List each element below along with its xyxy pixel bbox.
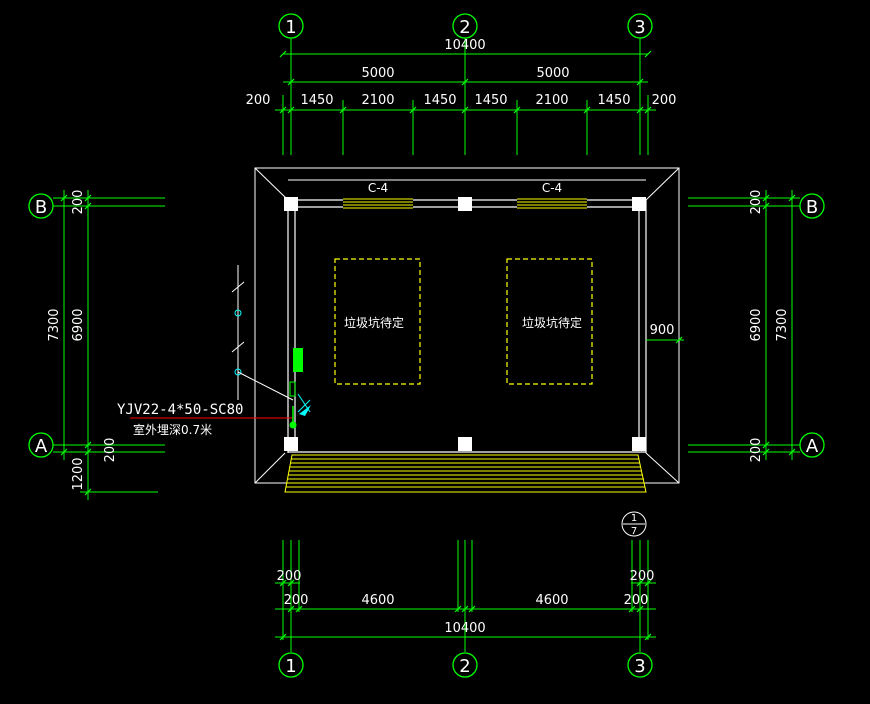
dim-top-seg-7: 200 xyxy=(652,93,677,108)
entrance-steps xyxy=(284,454,647,493)
window-label-left: C-4 xyxy=(368,181,388,195)
electrical-elements xyxy=(130,265,311,429)
dim-top-overall: 10400 xyxy=(444,38,485,53)
dim-left-bottom: 200 xyxy=(103,438,118,463)
right-axis-bubbles: B A xyxy=(799,193,825,458)
bottom-dimension-ticks xyxy=(279,579,652,641)
right-dimension-ticks xyxy=(762,194,796,456)
dim-bottom-bay-right: 4600 xyxy=(535,593,568,608)
garbage-pit-right xyxy=(506,258,593,385)
detail-marker-top: 1 xyxy=(631,513,637,524)
windows xyxy=(343,198,587,209)
dim-left-inner: 6900 xyxy=(71,308,86,341)
axis-bubble-bottom-2 xyxy=(452,652,478,678)
detail-marker: 1 7 xyxy=(621,511,647,537)
dim-top-bay-left: 5000 xyxy=(361,66,394,81)
building-columns xyxy=(284,197,646,451)
axis-label-left-b: B xyxy=(35,197,47,218)
garbage-pit-left xyxy=(334,258,421,385)
axis-label-bottom-1: 1 xyxy=(285,656,296,677)
axis-label-top-3: 3 xyxy=(634,17,645,38)
dim-left-overall: 7300 xyxy=(47,308,62,341)
left-dimension-lines xyxy=(53,190,165,500)
dim-left-top: 200 xyxy=(71,190,86,215)
dim-left-below: 1200 xyxy=(71,457,86,490)
axis-label-left-a: A xyxy=(35,436,48,457)
dim-bottom-edge-right: 200 xyxy=(630,569,655,584)
axis-label-top-1: 1 xyxy=(285,17,296,38)
dim-right-bottom: 200 xyxy=(749,438,764,463)
dim-bottom-overall: 10400 xyxy=(444,621,485,636)
dim-900: 900 xyxy=(650,323,675,338)
axis-label-bottom-3: 3 xyxy=(634,656,645,677)
dim-top-seg-2: 2100 xyxy=(361,93,394,108)
axis-label-right-b: B xyxy=(806,197,818,218)
bottom-axis-bubbles: 1 2 3 xyxy=(278,652,653,678)
left-dimension-ticks xyxy=(60,194,92,496)
left-dimension-texts: 7300 6900 200 200 1200 xyxy=(47,190,118,491)
building-outline xyxy=(254,167,680,484)
dim-900-group: 900 xyxy=(646,323,684,344)
distribution-box xyxy=(293,348,303,372)
dim-top-seg-6: 1450 xyxy=(597,93,630,108)
dim-bottom-edge-left: 200 xyxy=(277,569,302,584)
axis-label-top-2: 2 xyxy=(459,17,470,38)
top-axis-bubbles: 1 2 3 xyxy=(278,13,653,39)
dim-top-bay-right: 5000 xyxy=(536,66,569,81)
axis-bubble-bottom-1 xyxy=(278,652,304,678)
dim-top-seg-3: 1450 xyxy=(423,93,456,108)
dim-right-overall: 7300 xyxy=(775,308,790,341)
axis-label-right-a: A xyxy=(806,436,819,457)
top-dimension-ticks xyxy=(279,50,652,114)
cable-spec-label: YJV22-4*50-SC80 xyxy=(117,402,243,418)
cable-burial-note: 室外埋深0.7米 xyxy=(133,422,212,437)
dim-top-seg-0: 200 xyxy=(246,93,271,108)
right-dimension-texts: 6900 7300 200 200 xyxy=(749,190,790,463)
dim-right-inner: 6900 xyxy=(749,308,764,341)
dim-top-seg-4: 1450 xyxy=(474,93,507,108)
dim-top-seg-5: 2100 xyxy=(535,93,568,108)
dim-bottom-inner-right: 200 xyxy=(624,593,649,608)
top-dimension-texts: 10400 5000 5000 200 1450 2100 1450 1450 … xyxy=(246,38,677,108)
garbage-pit-label-left: 垃圾坑待定 xyxy=(344,315,404,330)
dim-bottom-bay-left: 4600 xyxy=(361,593,394,608)
window-label-right: C-4 xyxy=(542,181,562,195)
bottom-dimension-texts: 200 200 200 4600 4600 200 10400 xyxy=(277,569,655,636)
dim-top-seg-1: 1450 xyxy=(300,93,333,108)
right-dimension-lines xyxy=(688,190,800,460)
detail-marker-bottom: 7 xyxy=(631,526,637,537)
axis-label-bottom-2: 2 xyxy=(459,656,470,677)
dim-right-top: 200 xyxy=(749,190,764,215)
garbage-pit-label-right: 垃圾坑待定 xyxy=(522,315,582,330)
dim-bottom-inner-left: 200 xyxy=(284,593,309,608)
axis-bubble-bottom-3 xyxy=(627,652,653,678)
